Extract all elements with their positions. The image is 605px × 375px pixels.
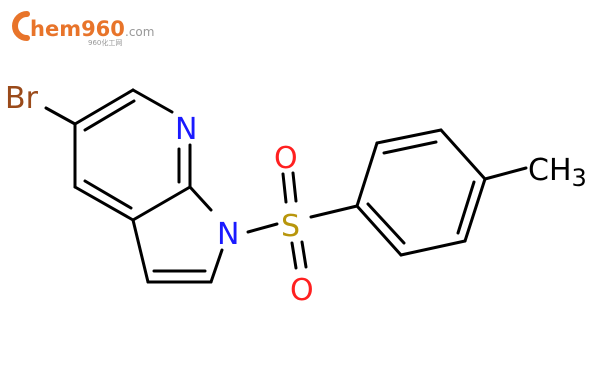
bond-ar-c3-c4: [439, 128, 487, 181]
bond-c7a-c3a: [131, 185, 192, 222]
bond-n1-s: [246, 222, 279, 234]
c-logo-icon: [12, 11, 30, 41]
bond-ar-c4-ch3: [483, 166, 528, 181]
bond-s-c1-aryl: [309, 204, 359, 219]
pyrrole-nitrogen-label: N: [217, 217, 239, 252]
bond-ar-c4-c5-double: [456, 180, 476, 235]
bond-ar-c2-c3-double: [382, 140, 438, 155]
watermark-tld: .com: [125, 25, 154, 39]
atom-labels: Br N N S O O CH3: [5, 81, 587, 308]
bond-ar-c2-c3: [375, 128, 443, 145]
bond-ar-c4-c5: [463, 177, 487, 243]
bond-s-o-bottom-2: [300, 240, 308, 269]
bond-s-o-top-1: [281, 172, 288, 204]
bond-ar-c1-c2: [355, 141, 379, 208]
pyridine-nitrogen-label: N: [175, 112, 197, 147]
bond-c3a-c4: [73, 185, 135, 222]
bond-s-o-bottom-1: [290, 241, 298, 270]
watermark-subtitle: 960化工网: [88, 38, 122, 47]
bond-c3a-c4-double: [83, 179, 133, 210]
bond-c6-n7: [131, 88, 174, 114]
bond-c5-c6-double: [83, 99, 136, 132]
bond-ar-c6-c1: [355, 204, 403, 257]
methyl-ch: CH: [528, 153, 572, 188]
oxygen-top-label: O: [274, 141, 298, 176]
methyl-label: CH3: [528, 153, 587, 192]
bond-c3a-c3: [131, 218, 150, 284]
bond-c7a-n1: [188, 185, 213, 212]
chem960-watermark: hem960 .com 960化工网: [12, 11, 154, 47]
bond-ar-c5-c6: [399, 239, 467, 257]
bond-ar-c6-c1-double: [366, 202, 406, 245]
bromine-label: Br: [5, 81, 39, 116]
bonds: [44, 88, 528, 284]
bond-c2-n1: [209, 248, 224, 284]
bond-s-o-top-2: [291, 171, 298, 203]
methyl-subscript: 3: [572, 164, 587, 192]
oxygen-bottom-label: O: [290, 273, 314, 308]
sulfur-label: S: [281, 209, 300, 244]
bond-c5-c6: [73, 88, 135, 126]
bond-c5-br: [44, 106, 77, 126]
watermark-text: hem960: [30, 17, 125, 41]
